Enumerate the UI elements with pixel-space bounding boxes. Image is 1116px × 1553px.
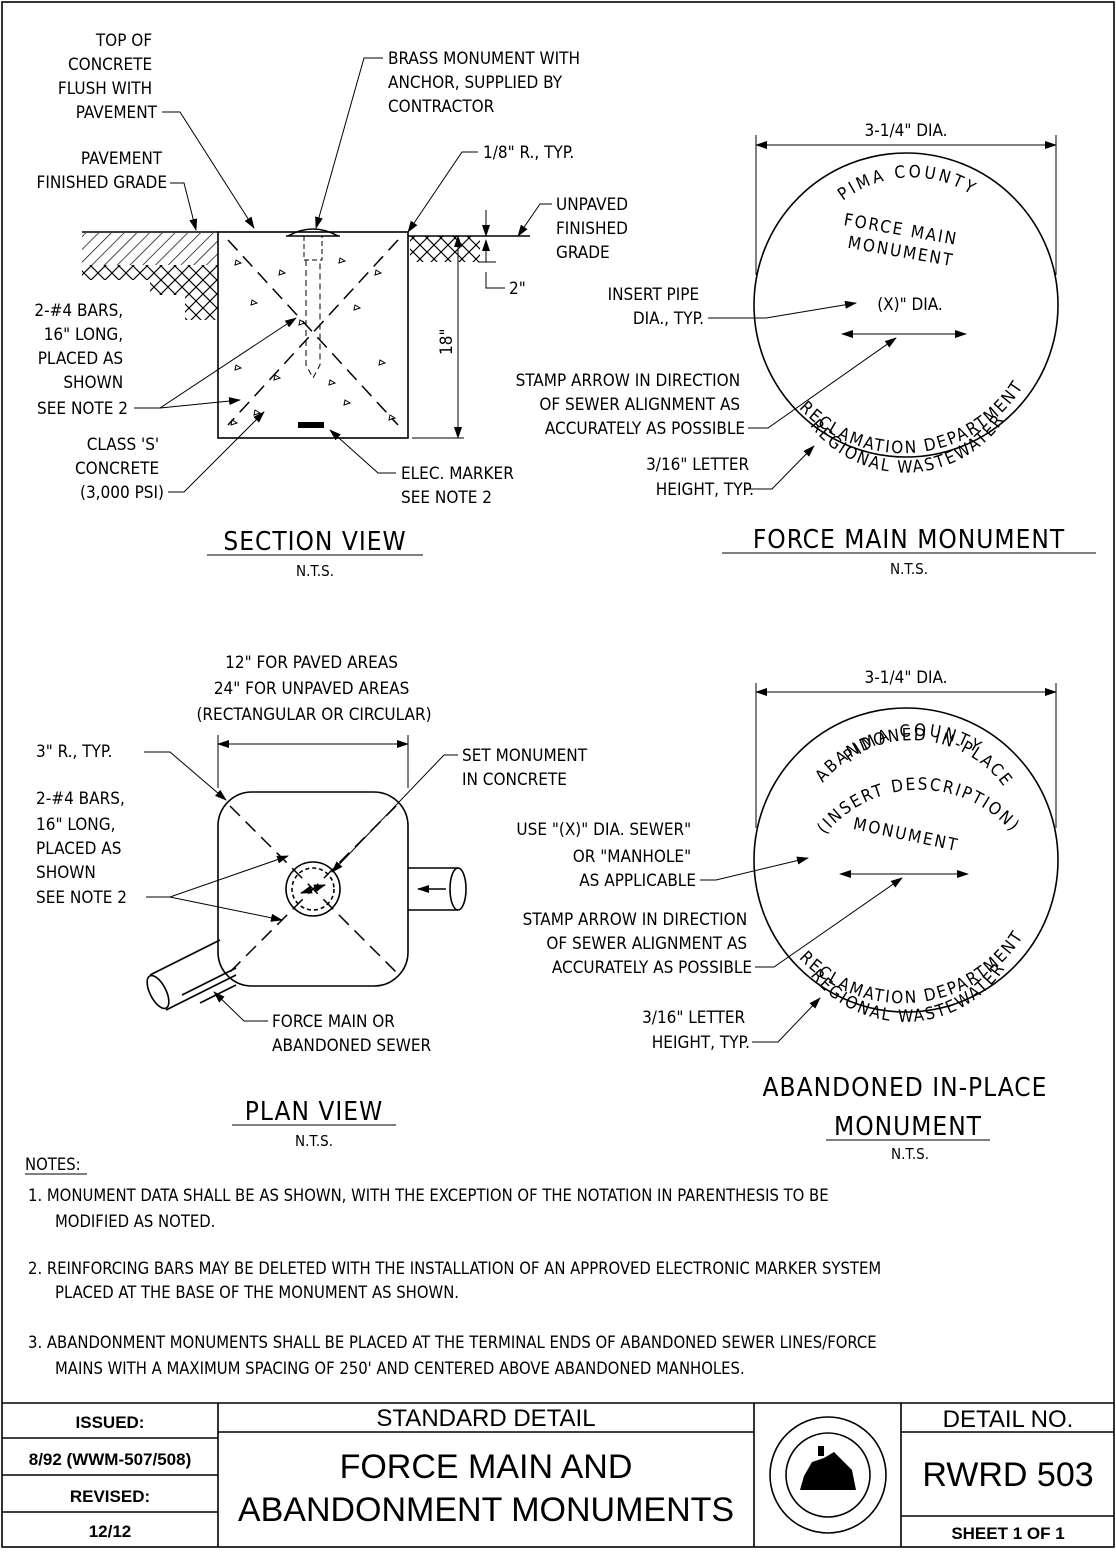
plan-view-title: PLAN VIEW bbox=[245, 1097, 383, 1127]
pima-county-seal bbox=[769, 1416, 887, 1534]
ab-use-dia-label: USE "(X)" DIA. SEWER" OR "MANHOLE" AS AP… bbox=[516, 820, 696, 891]
revised-label: REVISED: bbox=[70, 1487, 150, 1506]
fm-letter-height-label: 3/16" LETTER HEIGHT, TYP. bbox=[646, 455, 754, 500]
concrete-block bbox=[217, 231, 409, 439]
fm-ring-top: PIMA COUNTY bbox=[834, 162, 981, 205]
radius-label: 1/8" R., TYP. bbox=[483, 143, 574, 163]
note-1: 1. MONUMENT DATA SHALL BE AS SHOWN, WITH… bbox=[28, 1186, 833, 1231]
abandoned-scale: N.T.S. bbox=[891, 1145, 929, 1163]
section-view-title: SECTION VIEW bbox=[223, 527, 406, 557]
dim-18in: 18" bbox=[437, 329, 457, 356]
issued-label: ISSUED: bbox=[76, 1413, 145, 1432]
plan-radius-label: 3" R., TYP. bbox=[36, 742, 112, 762]
abandoned-monument: 3-1/4" DIA. PIMA COUNTY ABANDONED IN-PLA… bbox=[516, 668, 1059, 1163]
note-3: 3. ABANDONMENT MONUMENTS SHALL BE PLACED… bbox=[28, 1333, 881, 1378]
plan-bars-label: 2-#4 BARS, 16" LONG, PLACED AS SHOWN SEE… bbox=[36, 789, 130, 908]
notes: NOTES: 1. MONUMENT DATA SHALL BE AS SHOW… bbox=[25, 1155, 886, 1378]
set-monument-label: SET MONUMENT IN CONCRETE bbox=[462, 746, 592, 790]
issued-value: 8/92 (WWM-507/508) bbox=[29, 1450, 192, 1469]
fm-stamp-arrow-label: STAMP ARROW IN DIRECTION OF SEWER ALIGNM… bbox=[516, 371, 745, 439]
force-main-monument: 3-1/4" DIA. PIMA COUNTY FORCE MAIN MONUM… bbox=[516, 121, 1096, 578]
ab-stamp-arrow-label: STAMP ARROW IN DIRECTION OF SEWER ALIGNM… bbox=[523, 910, 752, 978]
ab-letter-height-label: 3/16" LETTER HEIGHT, TYP. bbox=[642, 1008, 750, 1053]
revised-value: 12/12 bbox=[89, 1522, 132, 1541]
detail-no-value: RWRD 503 bbox=[922, 1456, 1093, 1494]
sheet-number: SHEET 1 OF 1 bbox=[951, 1524, 1064, 1543]
abandoned-title-2: MONUMENT bbox=[834, 1112, 982, 1142]
brass-monument-label: BRASS MONUMENT WITH ANCHOR, SUPPLIED BY … bbox=[388, 49, 585, 117]
plan-force-main-label: FORCE MAIN OR ABANDONED SEWER bbox=[272, 1012, 432, 1056]
unpaved-grade-label: UNPAVED FINISHED GRADE bbox=[556, 195, 633, 263]
fm-insert-pipe-label: INSERT PIPE DIA., TYP. bbox=[608, 285, 704, 329]
top-concrete-label: TOP OF CONCRETE FLUSH WITH PAVEMENT bbox=[58, 31, 158, 123]
earth-hatch-right bbox=[410, 236, 480, 262]
note-2: 2. REINFORCING BARS MAY BE DELETED WITH … bbox=[28, 1259, 886, 1302]
ab-line4: MONUMENT bbox=[851, 814, 960, 856]
earth-hatch-left bbox=[82, 265, 218, 320]
title-line-1: FORCE MAIN AND bbox=[340, 1448, 633, 1486]
abandoned-title-1: ABANDONED IN-PLACE bbox=[763, 1073, 1048, 1103]
plan-view-scale: N.T.S. bbox=[295, 1132, 333, 1150]
force-main-scale: N.T.S. bbox=[890, 560, 928, 578]
section-view-scale: N.T.S. bbox=[296, 562, 334, 580]
notes-heading: NOTES: bbox=[25, 1155, 81, 1174]
elec-marker bbox=[298, 422, 324, 428]
standard-detail-label: STANDARD DETAIL bbox=[376, 1405, 595, 1432]
dim-2in: 2" bbox=[509, 279, 526, 299]
plan-size-label: 12" FOR PAVED AREAS 24" FOR UNPAVED AREA… bbox=[196, 653, 431, 725]
fm-center: (X)" DIA. bbox=[877, 295, 943, 315]
ab-dia-label: 3-1/4" DIA. bbox=[864, 668, 947, 688]
detail-no-label: DETAIL NO. bbox=[943, 1406, 1074, 1433]
abandoned-disc bbox=[753, 707, 1059, 1013]
force-main-disc bbox=[753, 152, 1059, 458]
plan-view: 12" FOR PAVED AREAS 24" FOR UNPAVED AREA… bbox=[36, 653, 592, 1150]
bars-label: 2-#4 BARS, 16" LONG, PLACED AS SHOWN SEE… bbox=[34, 301, 128, 419]
elec-marker-label: ELEC. MARKER SEE NOTE 2 bbox=[401, 464, 519, 508]
fm-dia-label: 3-1/4" DIA. bbox=[864, 121, 947, 141]
force-main-title: FORCE MAIN MONUMENT bbox=[753, 525, 1065, 555]
section-view: 18" 2" TOP OF CONCRETE FLUSH WITH PAVEME… bbox=[34, 31, 633, 580]
title-block: ISSUED: 8/92 (WWM-507/508) REVISED: 12/1… bbox=[2, 1402, 1114, 1547]
plan-monument bbox=[285, 861, 341, 917]
pavement-hatch bbox=[82, 233, 218, 265]
pavement-grade-label: PAVEMENT FINISHED GRADE bbox=[37, 149, 167, 193]
class-s-label: CLASS 'S' CONCRETE (3,000 PSI) bbox=[75, 435, 164, 503]
title-line-2: ABANDONMENT MONUMENTS bbox=[238, 1491, 734, 1529]
plan-concrete bbox=[217, 791, 409, 987]
